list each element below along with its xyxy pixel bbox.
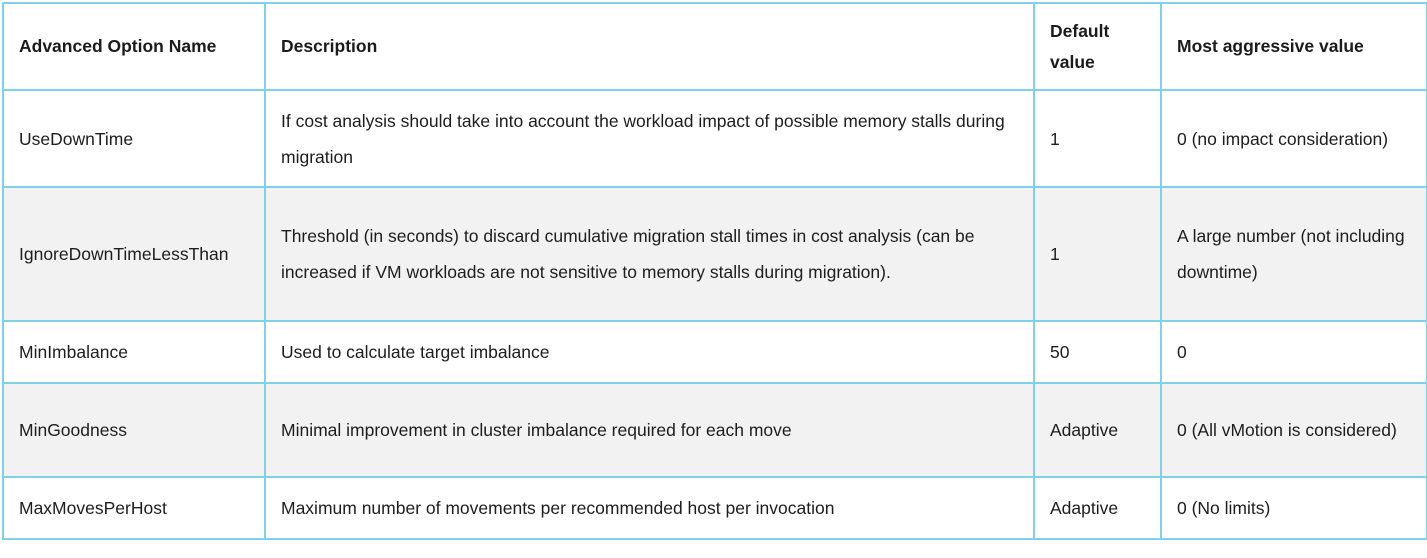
table-body: UseDownTime If cost analysis should take… bbox=[2, 89, 1427, 540]
option-name-cell: MaxMovesPerHost bbox=[2, 476, 266, 540]
aggressive-value-cell: 0 bbox=[1160, 320, 1427, 384]
default-value-cell: Adaptive bbox=[1033, 476, 1162, 540]
option-name-cell: IgnoreDownTimeLessThan bbox=[2, 186, 266, 322]
table-row: MaxMovesPerHost Maximum number of moveme… bbox=[2, 476, 1427, 540]
table-row: UseDownTime If cost analysis should take… bbox=[2, 89, 1427, 188]
default-value-cell: 1 bbox=[1033, 186, 1162, 322]
aggressive-value-cell: 0 (All vMotion is considered) bbox=[1160, 382, 1427, 478]
table-row: MinImbalance Used to calculate target im… bbox=[2, 320, 1427, 384]
default-value-cell: 50 bbox=[1033, 320, 1162, 384]
option-name-cell: UseDownTime bbox=[2, 89, 266, 188]
option-name-cell: MinGoodness bbox=[2, 382, 266, 478]
aggressive-value-cell: 0 (No limits) bbox=[1160, 476, 1427, 540]
header-row: Advanced Option Name Description Default… bbox=[2, 2, 1427, 91]
table-row: IgnoreDownTimeLessThan Threshold (in sec… bbox=[2, 186, 1427, 322]
aggressive-value-cell: A large number (not including downtime) bbox=[1160, 186, 1427, 322]
description-cell: Maximum number of movements per recommen… bbox=[264, 476, 1035, 540]
description-cell: If cost analysis should take into accoun… bbox=[264, 89, 1035, 188]
table-row: MinGoodness Minimal improvement in clust… bbox=[2, 382, 1427, 478]
aggressive-value-cell: 0 (no impact consideration) bbox=[1160, 89, 1427, 188]
header-description: Description bbox=[264, 2, 1035, 91]
advanced-options-table: Advanced Option Name Description Default… bbox=[2, 2, 1427, 540]
table-header: Advanced Option Name Description Default… bbox=[2, 2, 1427, 91]
header-most-aggressive-value: Most aggressive value bbox=[1160, 2, 1427, 91]
option-name-cell: MinImbalance bbox=[2, 320, 266, 384]
default-value-cell: Adaptive bbox=[1033, 382, 1162, 478]
header-default-value: Default value bbox=[1033, 2, 1162, 91]
description-cell: Minimal improvement in cluster imbalance… bbox=[264, 382, 1035, 478]
description-cell: Used to calculate target imbalance bbox=[264, 320, 1035, 384]
description-cell: Threshold (in seconds) to discard cumula… bbox=[264, 186, 1035, 322]
header-option-name: Advanced Option Name bbox=[2, 2, 266, 91]
default-value-cell: 1 bbox=[1033, 89, 1162, 188]
